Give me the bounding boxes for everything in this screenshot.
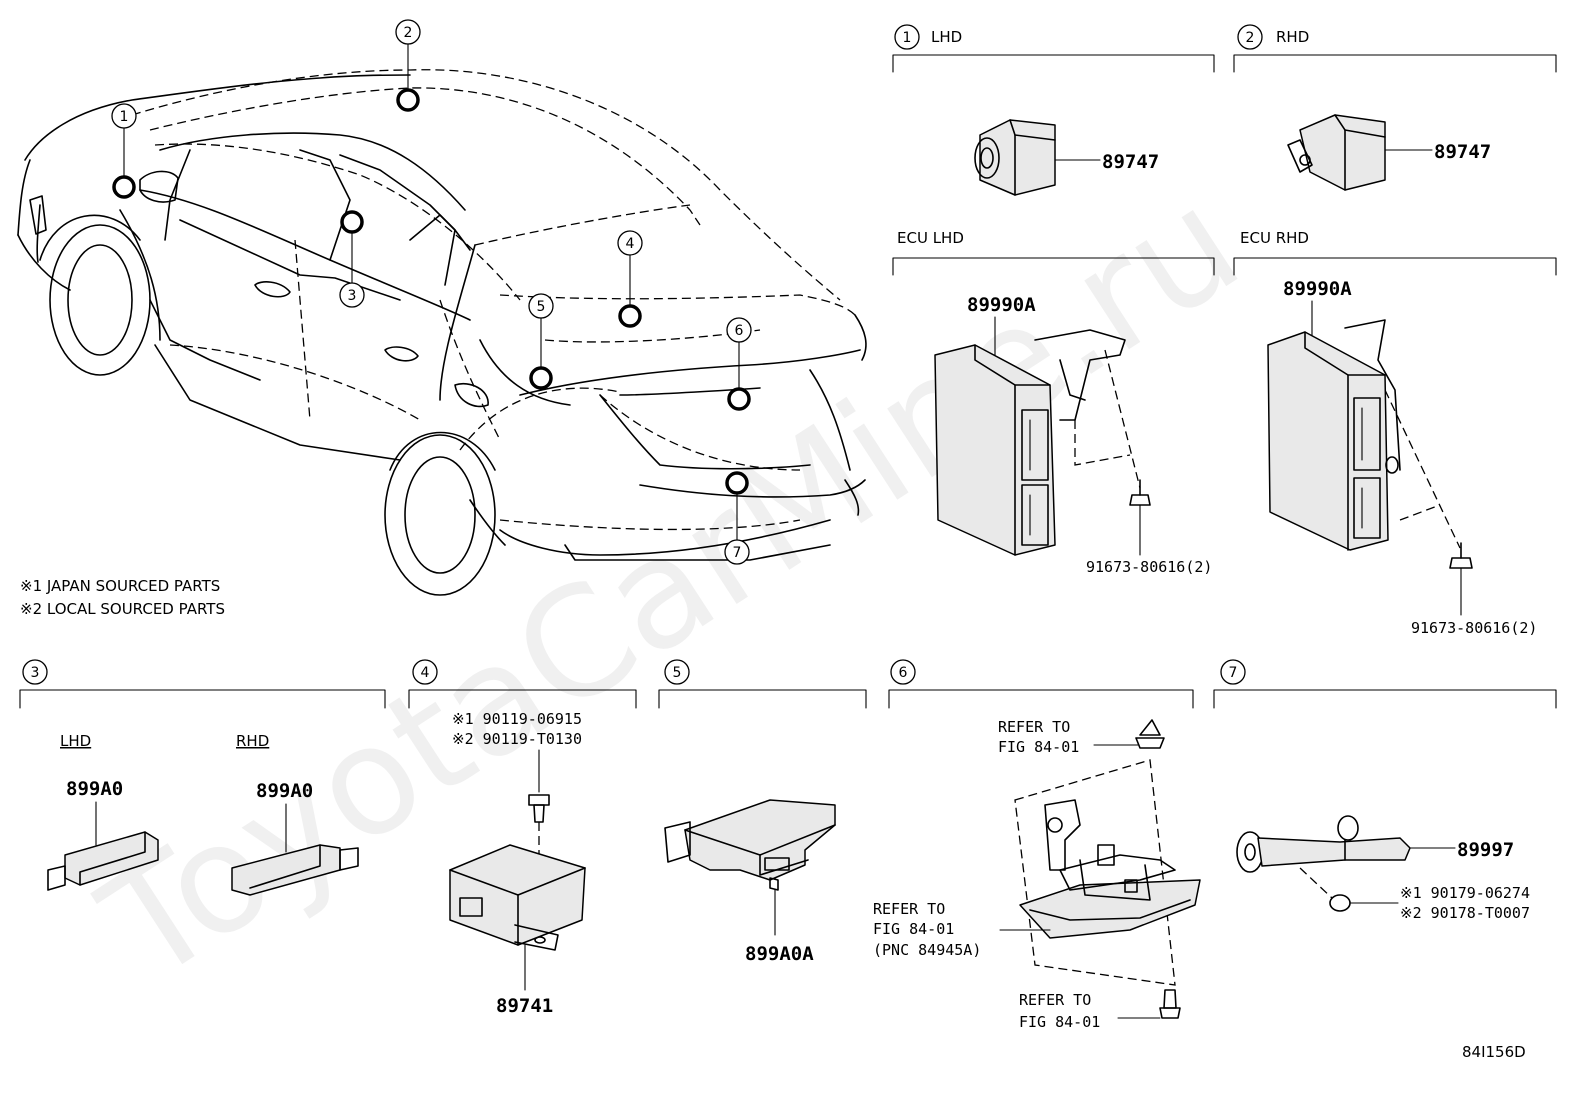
section-5: 5 899A0A xyxy=(658,659,867,965)
callout-2: 2 xyxy=(395,19,421,45)
section-1-title: LHD xyxy=(931,28,962,46)
callout-6: 6 xyxy=(726,317,752,343)
part-89747-lhd: 89747 xyxy=(1102,151,1159,173)
svg-text:6: 6 xyxy=(735,323,744,339)
bolt-91673-rhd: 91673-80616(2) xyxy=(1411,619,1537,637)
svg-text:5: 5 xyxy=(673,665,682,681)
svg-text:3: 3 xyxy=(348,288,357,304)
svg-text:7: 7 xyxy=(733,545,742,561)
note-japan-sourced: ※1 JAPAN SOURCED PARTS xyxy=(20,577,220,595)
ecu-rhd-title: ECU RHD xyxy=(1240,229,1309,247)
figure-code: 84I156D xyxy=(1462,1043,1526,1061)
section-2-title: RHD xyxy=(1276,28,1309,46)
ref-left-line3: (PNC 84945A) xyxy=(873,941,981,959)
svg-text:5: 5 xyxy=(537,299,546,315)
section-7: 7 89997 ※1 90179-06274 ※2 90178-T0007 xyxy=(1213,659,1557,922)
part-899a0-rhd: 899A0 xyxy=(256,780,313,802)
section-2-rhd: 2 RHD 89747 xyxy=(1233,24,1557,191)
part-899a0-lhd: 899A0 xyxy=(66,778,123,800)
svg-text:4: 4 xyxy=(421,665,430,681)
svg-text:3: 3 xyxy=(31,665,40,681)
section-3: 3 LHD RHD 899A0 899A0 xyxy=(19,659,386,896)
svg-text:1: 1 xyxy=(120,109,129,125)
svg-text:2: 2 xyxy=(404,25,413,41)
section-ecu-lhd: ECU LHD 89990A 91673-80616(2) xyxy=(892,229,1215,576)
bolt-90119-japan: ※1 90119-06915 xyxy=(452,710,582,728)
section-4: 4 ※1 90119-06915 ※2 90119-T0130 89741 xyxy=(408,659,637,1017)
note-local-sourced: ※2 LOCAL SOURCED PARTS xyxy=(20,600,225,618)
svg-text:2: 2 xyxy=(1246,30,1255,46)
callout-7: 7 xyxy=(724,539,750,565)
svg-text:1: 1 xyxy=(903,30,912,46)
part-89741: 89741 xyxy=(496,995,553,1017)
ref-top-line2: FIG 84-01 xyxy=(998,738,1079,756)
svg-text:4: 4 xyxy=(626,236,635,252)
svg-text:6: 6 xyxy=(899,665,908,681)
ref-left-line1: REFER TO xyxy=(873,900,945,918)
part-89990a-lhd: 89990A xyxy=(967,294,1036,316)
ref-top-line1: REFER TO xyxy=(998,718,1070,736)
section-6: 6 REFER TO FIG 84-01 REFER TO FIG 84-01 … xyxy=(873,659,1201,1031)
section-3-rhd-label: RHD xyxy=(236,732,269,750)
ref-bottom-line1: REFER TO xyxy=(1019,991,1091,1009)
clip-90179-japan: ※1 90179-06274 xyxy=(1400,884,1530,902)
part-89747-rhd: 89747 xyxy=(1434,141,1491,163)
car-illustration xyxy=(17,43,867,596)
section-1-lhd: 1 LHD 89747 xyxy=(892,24,1215,196)
bolt-90119-local: ※2 90119-T0130 xyxy=(452,730,582,748)
svg-text:7: 7 xyxy=(1229,665,1238,681)
callout-1: 1 xyxy=(111,103,137,129)
callout-5: 5 xyxy=(528,293,554,319)
part-899a0a: 899A0A xyxy=(745,943,814,965)
part-89997: 89997 xyxy=(1457,839,1514,861)
clip-90178-local: ※2 90178-T0007 xyxy=(1400,904,1530,922)
ref-bottom-line2: FIG 84-01 xyxy=(1019,1013,1100,1031)
section-ecu-rhd: ECU RHD 89990A 91673-80616(2) xyxy=(1233,229,1557,637)
callout-4: 4 xyxy=(617,230,643,256)
ecu-lhd-title: ECU LHD xyxy=(897,229,964,247)
part-89990a-rhd: 89990A xyxy=(1283,278,1352,300)
callout-3: 3 xyxy=(339,282,365,308)
bolt-91673-lhd: 91673-80616(2) xyxy=(1086,558,1212,576)
section-3-lhd-label: LHD xyxy=(60,732,91,750)
ref-left-line2: FIG 84-01 xyxy=(873,920,954,938)
